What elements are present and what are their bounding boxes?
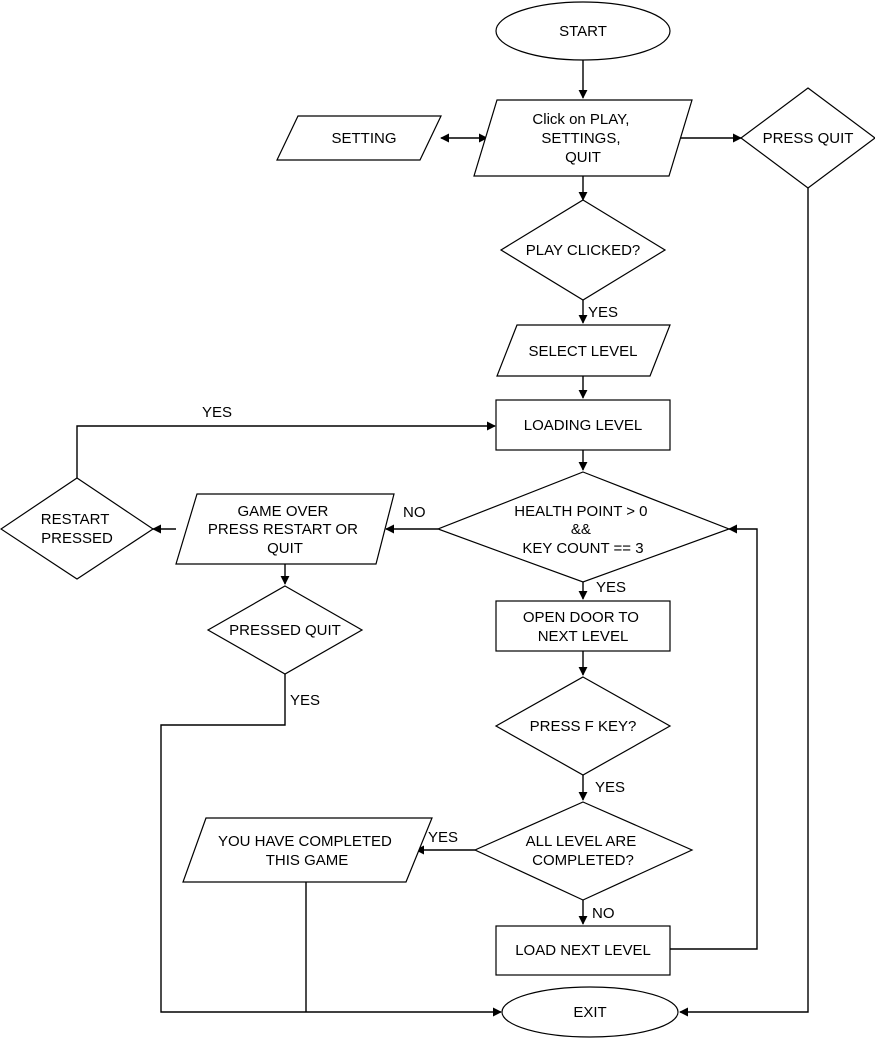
node-setting-label: SETTING <box>331 130 396 147</box>
node-menu: Click on PLAY, SETTINGS, QUIT <box>473 99 693 177</box>
node-play-clicked-label: PLAY CLICKED? <box>526 242 641 259</box>
edge-label-quit-yes: YES <box>290 692 320 709</box>
edge-restart-yes-to-loading <box>76 421 496 478</box>
edge-label-restart-yes: YES <box>202 404 232 421</box>
connectors <box>76 60 809 1017</box>
node-select-level-label: SELECT LEVEL <box>529 343 638 360</box>
node-load-next-level-label: LOAD NEXT LEVEL <box>515 942 651 959</box>
node-press-f-label: PRESS F KEY? <box>530 718 637 735</box>
node-completed-game-label: YOU HAVE COMPLETED THIS GAME <box>218 833 396 869</box>
edge-label-play-yes: YES <box>588 304 618 321</box>
node-press-quit-label: PRESS QUIT <box>763 130 854 147</box>
node-health-check: HEALTH POINT > 0 && KEY COUNT == 3 <box>436 471 731 583</box>
node-open-door-label: OPEN DOOR TO NEXT LEVEL <box>523 609 643 645</box>
node-select-level: SELECT LEVEL <box>496 324 671 377</box>
node-loading-level: LOADING LEVEL <box>495 399 671 451</box>
node-game-over-label: GAME OVER PRESS RESTART OR QUIT <box>208 503 362 557</box>
node-load-next-level: LOAD NEXT LEVEL <box>495 925 671 976</box>
edge-label-health-no: NO <box>403 504 426 521</box>
edge-label-completed-no: NO <box>592 905 615 922</box>
node-press-f: PRESS F KEY? <box>494 676 672 776</box>
node-open-door: OPEN DOOR TO NEXT LEVEL <box>495 600 671 652</box>
node-setting: SETTING <box>276 115 442 161</box>
node-game-over: GAME OVER PRESS RESTART OR QUIT <box>175 493 395 565</box>
node-restart-pressed: RESTART PRESSED <box>0 477 155 580</box>
edge-label-press-f-yes: YES <box>595 779 625 796</box>
node-start-label: START <box>559 23 607 40</box>
node-loading-level-label: LOADING LEVEL <box>524 417 642 434</box>
node-restart-pressed-label: RESTART PRESSED <box>41 511 114 547</box>
node-all-completed: ALL LEVEL ARE COMPLETED? <box>473 801 694 901</box>
node-pressed-quit-label: PRESSED QUIT <box>229 622 341 639</box>
edge-label-health-yes: YES <box>596 579 626 596</box>
node-press-quit: PRESS QUIT <box>739 87 875 189</box>
node-play-clicked: PLAY CLICKED? <box>499 199 667 301</box>
node-menu-label: Click on PLAY, SETTINGS, QUIT <box>532 111 633 166</box>
node-health-check-label: HEALTH POINT > 0 && KEY COUNT == 3 <box>514 503 651 557</box>
edge-labels: YES YES NO YES YES YES YES NO <box>202 304 626 922</box>
edge-press-quit-to-exit <box>679 188 809 1017</box>
node-exit-label: EXIT <box>573 1004 606 1021</box>
node-exit: EXIT <box>501 986 679 1038</box>
edge-label-completed-yes: YES <box>428 829 458 846</box>
node-pressed-quit: PRESSED QUIT <box>206 585 364 675</box>
edge-pressed-quit-yes-to-exit <box>160 674 502 1017</box>
node-start: START <box>495 1 671 61</box>
node-all-completed-label: ALL LEVEL ARE COMPLETED? <box>526 833 641 869</box>
node-completed-game: YOU HAVE COMPLETED THIS GAME <box>182 817 433 883</box>
edge-load-next-to-health-check <box>670 524 758 950</box>
